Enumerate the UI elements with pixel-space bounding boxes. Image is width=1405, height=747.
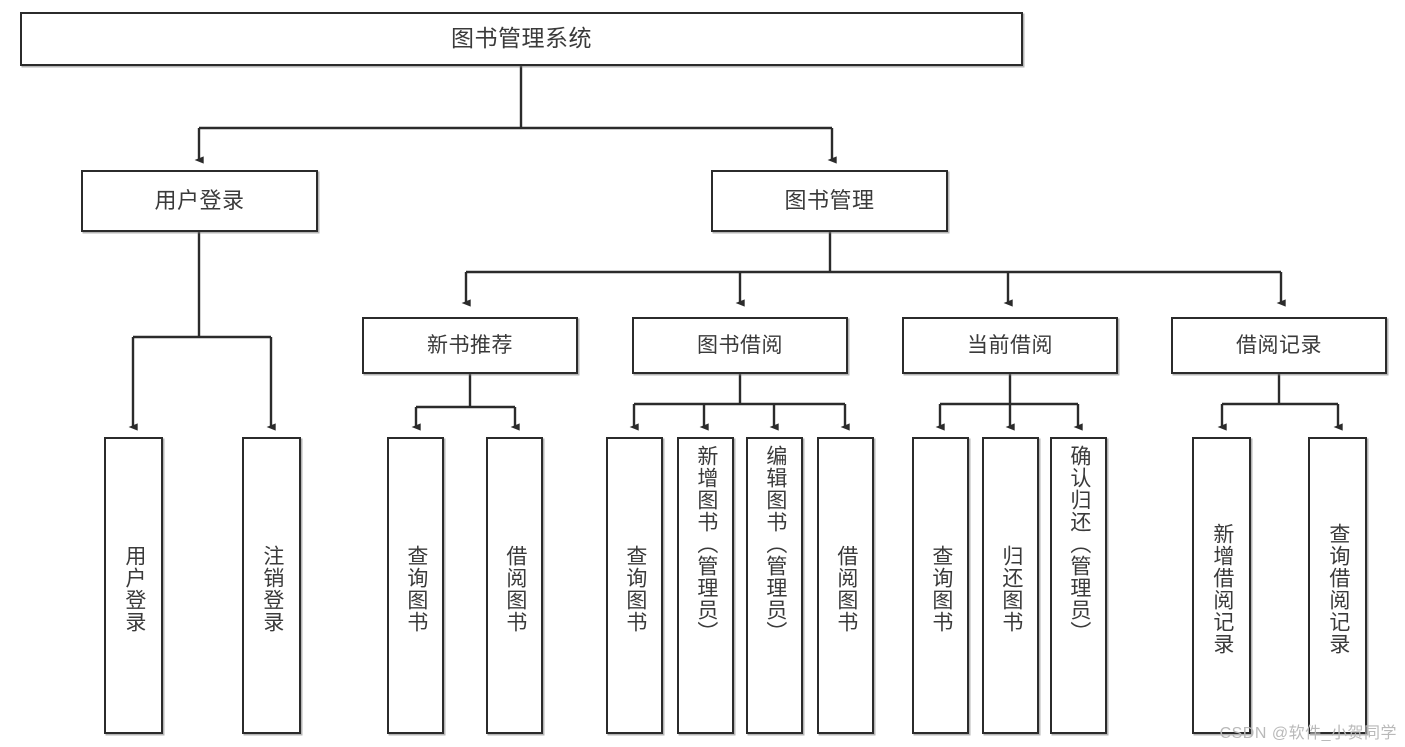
leaf-query-record[interactable]: 查询借阅记录 [1308,437,1367,734]
leaf-confirm-return[interactable]: 确认归还（管理员） [1050,437,1107,734]
leaf-add-record-label: 新增借阅记录 [1210,522,1234,655]
node-book-borrow[interactable]: 图书借阅 [632,317,848,374]
leaf-user-login-label: 用户登录 [122,544,146,633]
node-current-borrow[interactable]: 当前借阅 [902,317,1118,374]
node-book-manage-label: 图书管理 [784,187,875,213]
node-book-manage[interactable]: 图书管理 [711,170,948,232]
leaf-edit-book[interactable]: 编辑图书（管理员） [746,437,803,734]
leaf-borrow-book-1[interactable]: 借阅图书 [486,437,543,734]
node-user-login[interactable]: 用户登录 [81,170,318,232]
node-new-book-rec-label: 新书推荐 [427,333,513,357]
leaf-query-record-label: 查询借阅记录 [1326,522,1350,655]
leaf-query-book-2[interactable]: 查询图书 [606,437,663,734]
leaf-return-book-label: 归还图书 [999,544,1023,633]
leaf-borrow-book-1-label: 借阅图书 [503,544,527,633]
node-root[interactable]: 图书管理系统 [20,12,1023,66]
node-borrow-record-label: 借阅记录 [1236,333,1322,357]
leaf-query-book-1-label: 查询图书 [404,544,428,633]
leaf-user-login[interactable]: 用户登录 [104,437,163,734]
leaf-add-book[interactable]: 新增图书（管理员） [677,437,734,734]
node-borrow-record[interactable]: 借阅记录 [1171,317,1387,374]
leaf-logout[interactable]: 注销登录 [242,437,301,734]
leaf-query-book-2-label: 查询图书 [623,544,647,633]
leaf-add-book-label: 新增图书（管理员） [694,445,718,643]
node-new-book-rec[interactable]: 新书推荐 [362,317,578,374]
leaf-return-book[interactable]: 归还图书 [982,437,1039,734]
leaf-query-book-1[interactable]: 查询图书 [387,437,444,734]
node-current-borrow-label: 当前借阅 [967,333,1053,357]
leaf-borrow-book-2[interactable]: 借阅图书 [817,437,874,734]
node-book-borrow-label: 图书借阅 [697,333,783,357]
leaf-logout-label: 注销登录 [260,544,284,633]
leaf-add-record[interactable]: 新增借阅记录 [1192,437,1251,734]
node-user-login-label: 用户登录 [154,187,245,213]
node-root-label: 图书管理系统 [451,25,592,52]
csdn-watermark: CSDN @软件_小贺同学 [1219,725,1397,742]
leaf-borrow-book-2-label: 借阅图书 [834,544,858,633]
leaf-confirm-return-label: 确认归还（管理员） [1067,445,1091,643]
leaf-query-book-3[interactable]: 查询图书 [912,437,969,734]
leaf-edit-book-label: 编辑图书（管理员） [763,445,787,643]
leaf-query-book-3-label: 查询图书 [929,544,953,633]
